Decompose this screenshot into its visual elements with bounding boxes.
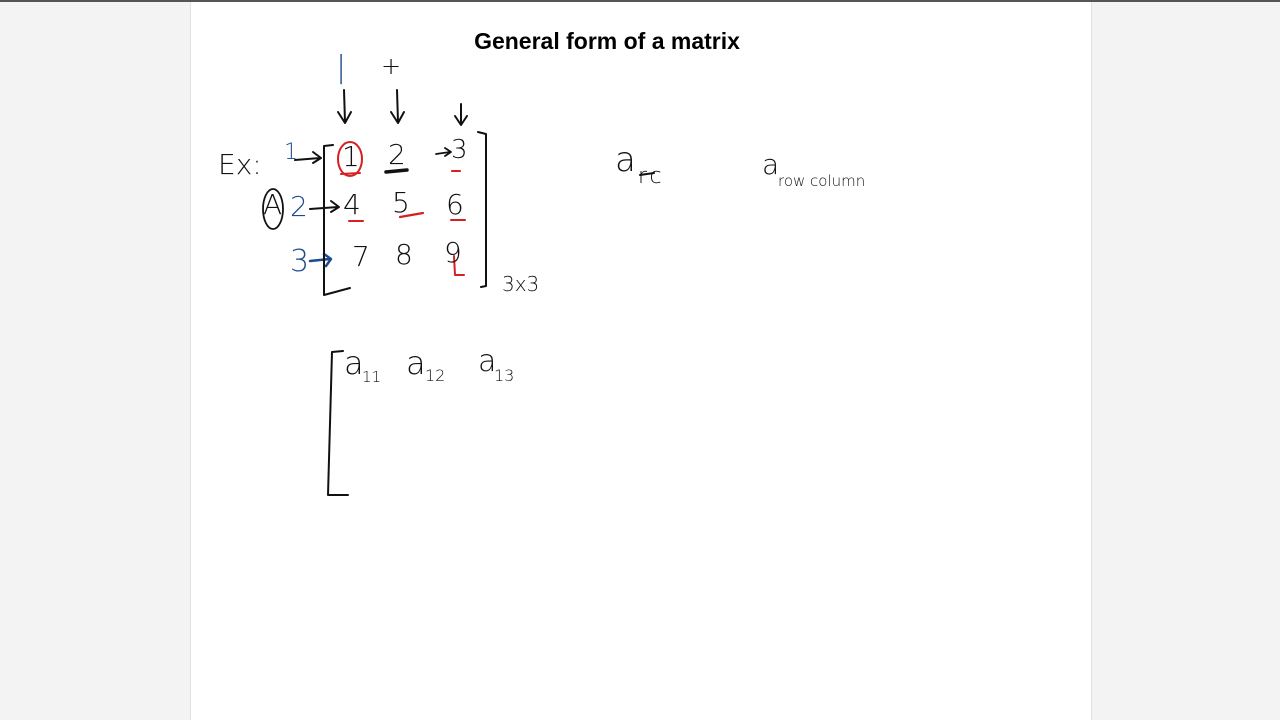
- matrix-dimension: 3x3: [502, 272, 540, 296]
- general-subscript-2: 12: [425, 366, 446, 385]
- general-entry-2: a: [406, 344, 426, 382]
- notation-symbol-general: a: [762, 148, 780, 181]
- entry-3-1: 7: [352, 240, 370, 273]
- top-border: [0, 0, 1280, 2]
- entry-2-3: 6: [446, 188, 464, 221]
- general-subscript-1: 11: [362, 368, 382, 386]
- page-title: General form of a matrix: [474, 28, 740, 54]
- whiteboard-page: [190, 2, 1092, 720]
- general-subscript-3: 13: [494, 366, 515, 385]
- row-number-2: 2: [290, 190, 308, 223]
- entry-1-3: 3: [451, 135, 468, 165]
- entry-2-1: 4: [343, 188, 361, 221]
- example-label: Ex:: [218, 148, 262, 181]
- matrix-name: A: [263, 188, 283, 221]
- entry-3-3: 9: [444, 236, 462, 269]
- entry-1-2: 2: [388, 138, 406, 171]
- entry-2-2: 5: [392, 186, 410, 219]
- general-entry-1: a: [344, 344, 364, 382]
- notation-crossed-subscript: rc: [638, 164, 665, 189]
- column-mark-1: |: [336, 50, 347, 85]
- entry-3-2: 8: [395, 238, 413, 271]
- entry-1-1: 1: [342, 140, 360, 173]
- general-entry-3: a: [478, 344, 497, 379]
- row-number-1: 1: [284, 140, 298, 165]
- column-mark-2: +: [381, 52, 402, 80]
- column-arrows: [337, 89, 468, 126]
- notation-symbol: a: [615, 140, 636, 180]
- notation-subscript: row column: [778, 172, 866, 190]
- row-number-3: 3: [290, 244, 310, 279]
